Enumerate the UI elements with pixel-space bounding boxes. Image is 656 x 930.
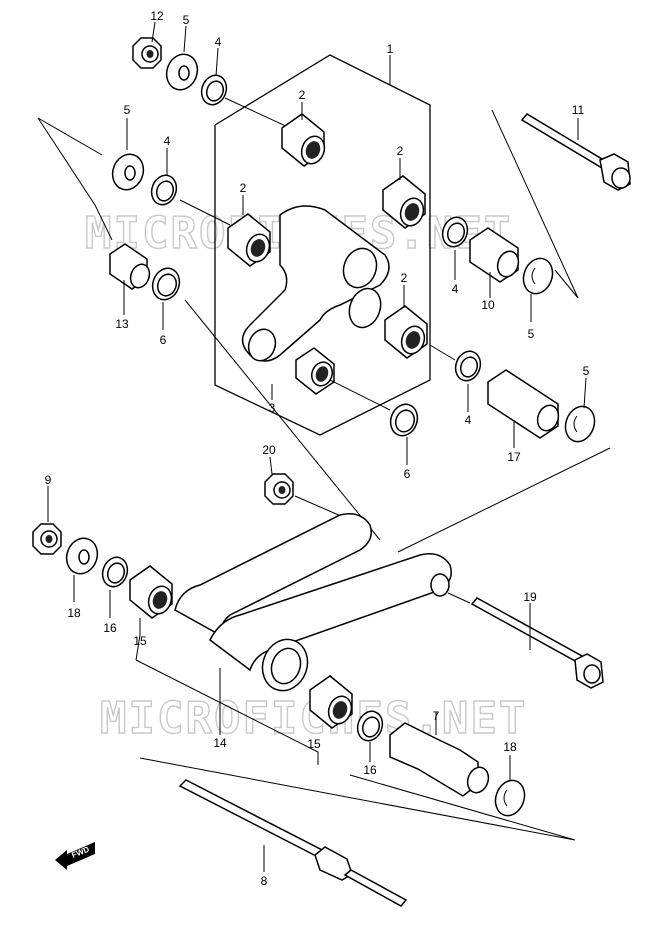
part-4-seal-left — [150, 174, 178, 206]
part-10-collar — [469, 227, 520, 283]
label-part-9: 9 — [45, 473, 52, 487]
label-part-4-right-upper: 4 — [452, 282, 459, 296]
part-labels: 12 5 4 1 2 11 5 4 2 2 2 4 10 13 5 6 5 3 … — [45, 9, 590, 888]
leader-lines — [47, 21, 587, 872]
part-2-bearing-c — [382, 175, 426, 229]
label-part-16-left: 16 — [103, 621, 117, 635]
cushion-rod — [174, 513, 452, 692]
label-part-2-d: 2 — [401, 271, 408, 285]
label-part-5-right-lower: 5 — [583, 364, 590, 378]
label-part-12: 12 — [150, 9, 164, 23]
part-7-collar — [389, 722, 490, 797]
label-part-5-top: 5 — [183, 13, 190, 27]
part-16-seal-right — [356, 710, 384, 742]
label-part-14: 14 — [213, 736, 227, 750]
label-part-10: 10 — [481, 298, 495, 312]
label-part-2-a: 2 — [299, 88, 306, 102]
label-part-15-right: 15 — [307, 737, 321, 751]
part-4-seal-top — [200, 74, 228, 106]
part-11-bolt — [520, 113, 631, 191]
cushion-lever-upper — [241, 205, 390, 362]
part-17-collar — [487, 369, 560, 439]
label-part-2-c: 2 — [397, 144, 404, 158]
fwd-arrow-icon: FWD — [55, 842, 95, 870]
label-part-4-left: 4 — [164, 134, 171, 148]
part-18-washer-right — [494, 779, 526, 817]
label-part-13: 13 — [115, 317, 129, 331]
part-6-seal-lower — [389, 403, 419, 437]
label-part-7: 7 — [433, 709, 440, 723]
part-15-bearing-left — [129, 565, 173, 619]
part-18-washer-left — [65, 537, 99, 575]
label-part-6-lower: 6 — [404, 467, 411, 481]
label-part-17: 17 — [507, 450, 521, 464]
label-part-6-left: 6 — [160, 333, 167, 347]
label-part-5-right-upper: 5 — [528, 327, 535, 341]
label-part-4-top: 4 — [215, 35, 222, 49]
label-part-2-b: 2 — [240, 181, 247, 195]
part-4-seal-right-upper — [441, 216, 469, 248]
label-part-16-right: 16 — [363, 763, 377, 777]
label-part-8: 8 — [261, 874, 268, 888]
part-2-bearing-b — [227, 213, 271, 267]
label-part-18-right: 18 — [503, 740, 517, 754]
label-part-11: 11 — [572, 103, 585, 117]
label-part-5-left: 5 — [124, 103, 131, 117]
label-part-3: 3 — [269, 401, 276, 415]
part-16-seal-left — [101, 556, 129, 588]
part-12-nut — [132, 37, 162, 69]
label-part-20: 20 — [262, 443, 276, 457]
part-2-bearing-a — [281, 113, 326, 167]
label-part-18-left: 18 — [67, 606, 81, 620]
label-part-15-left: 15 — [133, 634, 147, 648]
part-4-seal-right-lower — [454, 350, 482, 382]
part-5-washer-left — [111, 153, 145, 191]
part-19-bolt — [470, 597, 604, 689]
assembly-frame — [214, 54, 431, 436]
part-20-nut — [264, 473, 294, 505]
part-3-bearing — [295, 347, 335, 395]
part-6-seal-left — [151, 267, 181, 301]
part-15-bearing-right — [309, 675, 353, 729]
label-part-4-right-lower: 4 — [465, 413, 472, 427]
label-part-1: 1 — [387, 42, 394, 56]
part-8-bolt — [178, 779, 408, 907]
part-5-washer-right-lower — [564, 405, 596, 443]
part-2-bearing-d — [384, 305, 428, 359]
part-13-collar — [109, 243, 151, 290]
part-9-nut — [32, 523, 62, 555]
part-5-washer-top — [165, 53, 199, 91]
label-part-19: 19 — [523, 590, 537, 604]
part-5-washer-right-upper — [522, 257, 554, 295]
